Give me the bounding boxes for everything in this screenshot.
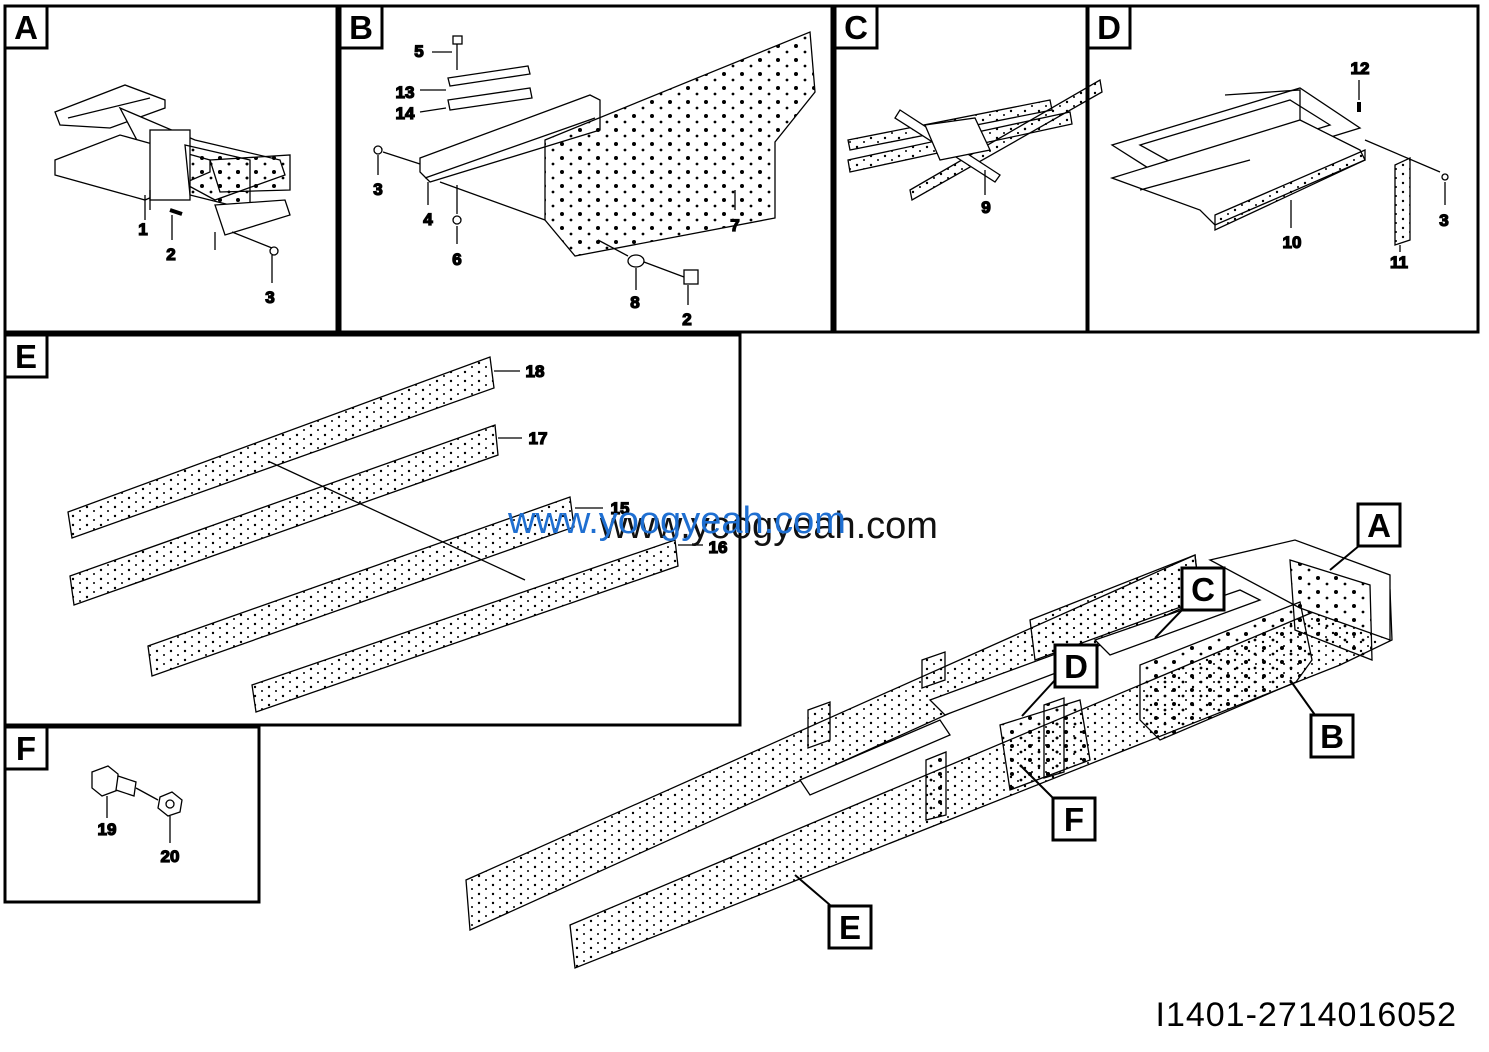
callout-b: B bbox=[1320, 718, 1344, 755]
panel-e-frame bbox=[3, 333, 742, 727]
panel-letter-boxes: A B C D E F bbox=[3, 4, 1132, 771]
panel-e-label: E bbox=[15, 338, 37, 375]
panel-b-label: B bbox=[349, 9, 373, 46]
part-label-7: 7 bbox=[730, 216, 739, 235]
panel-c-drawing: 9 bbox=[847, 78, 1103, 218]
part-label-3b: 3 bbox=[373, 180, 382, 199]
callout-d: D bbox=[1064, 648, 1088, 685]
panel-f-label: F bbox=[16, 730, 36, 767]
panel-d-label: D bbox=[1097, 9, 1121, 46]
part-label-19: 19 bbox=[98, 820, 117, 839]
callout-c: C bbox=[1191, 571, 1215, 608]
part-label-17: 17 bbox=[529, 429, 548, 448]
part-label-12: 12 bbox=[1351, 59, 1370, 78]
panel-a-drawing: 1 2 3 bbox=[54, 84, 291, 308]
panel-b-drawing: 5 13 14 3 4 6 7 8 2 bbox=[373, 31, 816, 330]
callout-a: A bbox=[1367, 507, 1391, 544]
part-label-11: 11 bbox=[1390, 253, 1408, 272]
part-label-10: 10 bbox=[1283, 233, 1302, 252]
part-label-20: 20 bbox=[161, 847, 180, 866]
part-label-8: 8 bbox=[630, 293, 639, 312]
overview-chassis bbox=[465, 539, 1393, 969]
watermark-blue: www.yoogyeah.com bbox=[508, 500, 846, 542]
callout-e: E bbox=[839, 909, 861, 946]
part-label-6: 6 bbox=[452, 250, 461, 269]
panel-a-label: A bbox=[14, 9, 38, 46]
panel-a-frame bbox=[3, 4, 339, 334]
panel-f-drawing: 19 20 bbox=[91, 765, 183, 867]
callout-f: F bbox=[1064, 801, 1084, 838]
watermark-black: www.yoogyeah.com bbox=[600, 505, 938, 547]
part-label-2: 2 bbox=[166, 245, 175, 264]
overview-callouts: A B C D F E bbox=[827, 502, 1402, 950]
part-label-5: 5 bbox=[414, 42, 423, 61]
panel-e-drawing: 18 17 15 16 bbox=[67, 356, 728, 713]
part-label-13: 13 bbox=[396, 83, 415, 102]
part-label-14: 14 bbox=[396, 104, 415, 123]
panel-f-frame bbox=[3, 725, 261, 904]
part-label-3: 3 bbox=[265, 288, 274, 307]
part-label-2b: 2 bbox=[682, 310, 691, 329]
panel-b-frame bbox=[338, 4, 834, 334]
part-label-15: 15 bbox=[611, 499, 630, 518]
part-label-4: 4 bbox=[423, 210, 433, 229]
part-label-16: 16 bbox=[709, 538, 728, 557]
part-label-3c: 3 bbox=[1439, 211, 1448, 230]
part-label-18: 18 bbox=[526, 362, 545, 381]
panel-frames bbox=[3, 4, 1480, 904]
panel-d-frame bbox=[1086, 4, 1480, 334]
part-label-9: 9 bbox=[981, 198, 990, 217]
panel-d-drawing: 12 3 10 11 bbox=[1109, 58, 1449, 273]
drawing-code: I1401-2714016052 bbox=[1155, 996, 1457, 1034]
part-label-1: 1 bbox=[138, 220, 147, 239]
panel-c-label: C bbox=[844, 9, 868, 46]
